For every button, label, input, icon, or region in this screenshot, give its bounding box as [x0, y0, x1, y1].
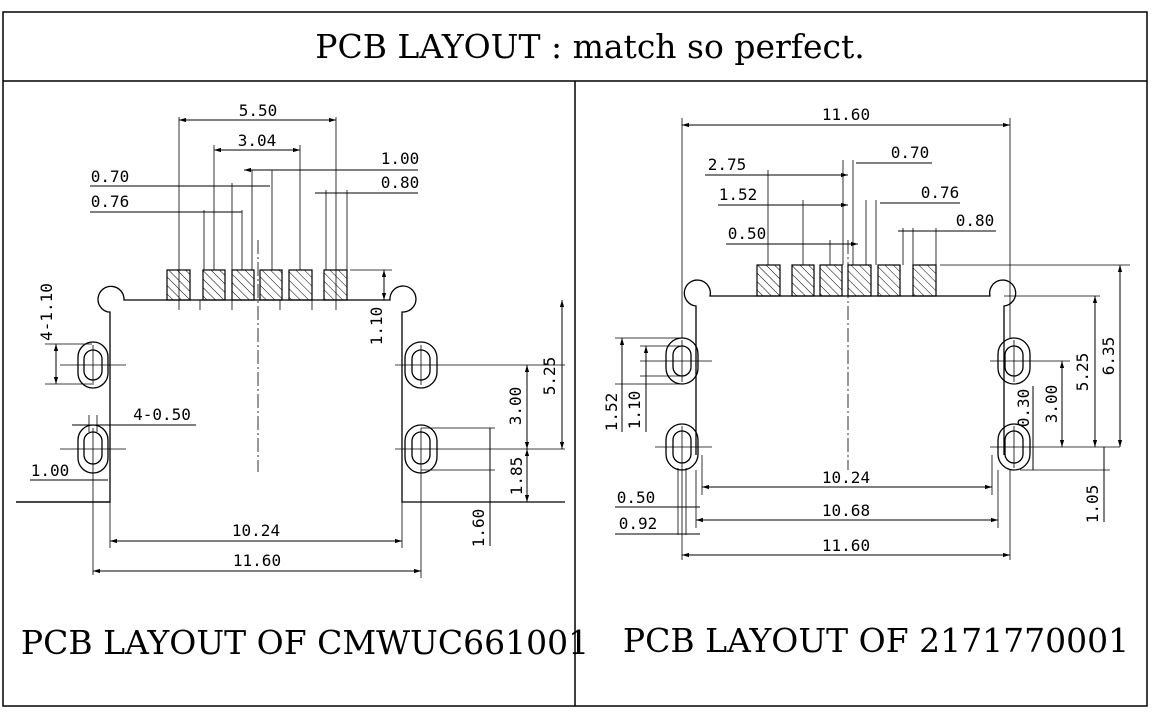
dim-1-10: 1.10: [367, 307, 386, 346]
dim-0-92: 0.92: [619, 514, 658, 533]
dim-1-52-vertical: 1.52: [602, 393, 621, 432]
dim-6-35: 6.35: [1099, 337, 1118, 376]
left-board-outline: [16, 285, 565, 503]
left-slot-br: [395, 424, 565, 474]
right-pad-4: [847, 264, 872, 297]
dim-3-00: 3.00: [1042, 385, 1061, 424]
dim-0-80: 0.80: [381, 173, 420, 192]
right-pad-1: [756, 264, 781, 297]
right-slot-br: [990, 423, 1120, 471]
dim-5-25: 5.25: [540, 357, 559, 396]
right-caption: PCB LAYOUT OF 2171770001: [623, 621, 1129, 660]
left-pad-1: [166, 269, 191, 301]
left-slot-tr: [395, 341, 565, 389]
left-pad-4: [259, 269, 283, 301]
page-title: PCB LAYOUT : match so perfect.: [315, 27, 865, 66]
left-layout: 5.50 3.04 1.00 0.80 0.70 0.76 1.10 4-1.1…: [16, 101, 589, 662]
dim-3-00: 3.00: [506, 387, 525, 426]
right-board-outline: [683, 279, 1017, 455]
right-slot-bl: [655, 423, 712, 471]
left-pad-3: [231, 269, 255, 301]
dim-11-60: 11.60: [233, 551, 281, 570]
dim-4-0-50: 4-0.50: [133, 405, 191, 424]
dim-0-76: 0.76: [921, 183, 960, 202]
dim-1-60: 1.60: [469, 509, 488, 548]
right-pad-2: [791, 264, 815, 297]
dim-4-1-10: 4-1.10: [37, 283, 56, 341]
dim-10-24: 10.24: [232, 521, 280, 540]
left-pad-2: [202, 269, 226, 301]
dim-1-85: 1.85: [507, 457, 526, 496]
dim-5-50: 5.50: [239, 101, 278, 120]
dim-0-30: 0.30: [1014, 389, 1033, 428]
left-caption: PCB LAYOUT OF CMWUC661001: [21, 623, 589, 662]
dim-1-00-top: 1.00: [381, 149, 420, 168]
dim-1-05: 1.05: [1083, 485, 1102, 524]
right-pad-5: [877, 264, 901, 297]
dim-0-70: 0.70: [91, 167, 130, 186]
dim-1-00-bottom: 1.00: [31, 461, 70, 480]
dim-11-60-bottom: 11.60: [822, 536, 870, 555]
dim-10-24: 10.24: [822, 468, 870, 487]
dim-0-76: 0.76: [91, 192, 130, 211]
dim-11-60-top: 11.60: [822, 105, 870, 124]
dim-5-25: 5.25: [1073, 353, 1092, 392]
dim-0-50-top: 0.50: [728, 224, 767, 243]
right-pad-3: [819, 264, 843, 297]
dim-0-80: 0.80: [956, 211, 995, 230]
dim-2-75: 2.75: [708, 155, 747, 174]
dim-1-52: 1.52: [719, 185, 758, 204]
dim-10-68: 10.68: [822, 501, 870, 520]
dim-3-04: 3.04: [238, 131, 277, 150]
left-pad-6: [323, 269, 348, 301]
right-slot-tr: [990, 337, 1070, 385]
left-pad-5: [288, 269, 313, 301]
right-pad-6: [912, 264, 937, 297]
dim-0-70: 0.70: [891, 143, 930, 162]
right-slot-tl: [640, 337, 712, 385]
left-slot-bl: [60, 424, 126, 474]
left-slot-tl: [60, 341, 126, 389]
right-layout: 11.60 2.75 0.70 1.52 0.76 0.50 0.80 1.52…: [602, 105, 1130, 660]
dim-0-50: 0.50: [617, 488, 656, 507]
dim-1-10-vertical: 1.10: [625, 391, 644, 430]
